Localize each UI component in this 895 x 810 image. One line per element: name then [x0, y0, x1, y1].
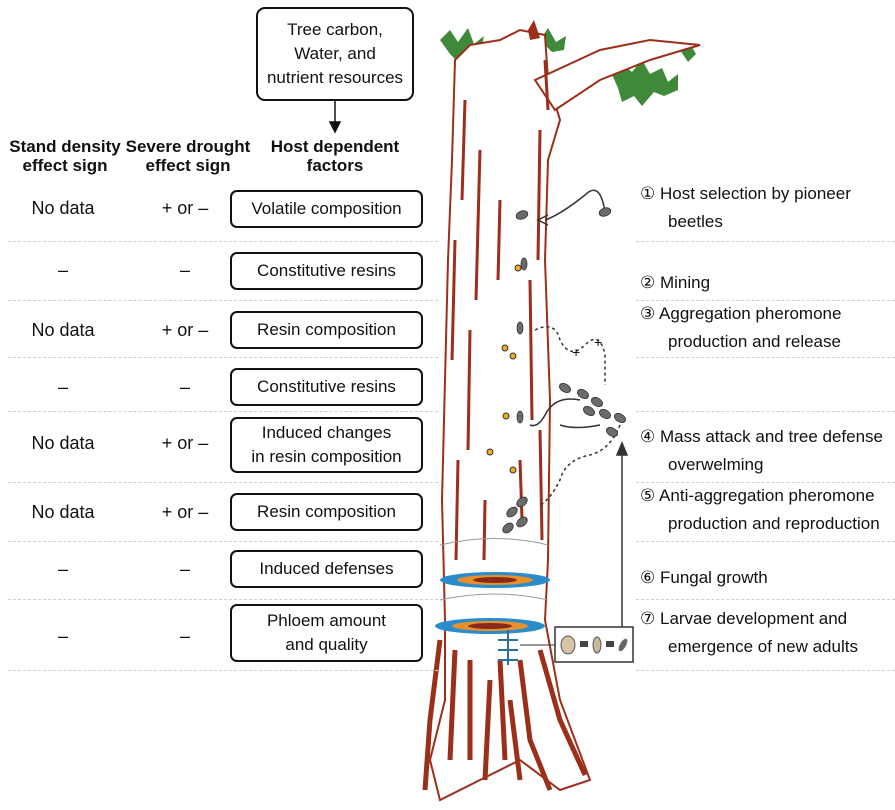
step-number: ⑥ [640, 568, 656, 587]
factor-box: Induced defenses [230, 550, 423, 588]
factor-box: Constitutive resins [230, 252, 423, 290]
step-text: Mining [659, 273, 711, 292]
header-host-factors: Host dependent factors [270, 137, 400, 175]
stand-cell: – [57, 260, 68, 280]
row-separator [8, 482, 438, 483]
step-text: production and reproduction [668, 514, 880, 533]
step-3: ③ Aggregation pheromone [640, 302, 841, 326]
step-1: ① Host selection by pioneer [640, 182, 851, 206]
resources-line: Water, and [294, 44, 376, 63]
drought-cell: – [179, 377, 190, 397]
step-6: ⑥ Fungal growth [640, 566, 768, 590]
drought-cell: – [179, 559, 190, 579]
plus-sign-1: + [572, 344, 581, 360]
row-separator [8, 241, 438, 242]
row-separator [636, 241, 895, 242]
tree-trunk [422, 20, 701, 802]
step-text: beetles [668, 212, 723, 231]
row-separator [636, 357, 895, 358]
step-number: ⑦ [640, 609, 656, 628]
row-separator [8, 300, 438, 301]
step-number: ③ [640, 304, 656, 323]
row-separator [8, 411, 438, 412]
step-text: Host selection by pioneer [659, 184, 851, 203]
resources-line: nutrient resources [266, 68, 404, 87]
drought-cell: – [179, 626, 190, 646]
step-text: Larvae development and [659, 609, 848, 628]
step-number: ① [640, 184, 656, 203]
factor-box: Resin composition [230, 311, 423, 349]
header-stand-density: Stand density effect sign [9, 137, 121, 175]
row-separator [8, 357, 438, 358]
stand-cell: – [57, 377, 68, 397]
factor-box: Constitutive resins [230, 368, 423, 406]
resources-box: Tree carbon, Water, and nutrient resourc… [256, 7, 414, 101]
step-number: ④ [640, 427, 656, 446]
drought-cell: – [179, 260, 190, 280]
life-cycle-inset [520, 626, 634, 663]
drought-cell: + or – [161, 502, 209, 522]
drought-cell: + or – [161, 198, 209, 218]
step-text: emergence of new adults [668, 637, 858, 656]
row-separator [8, 541, 438, 542]
larvae-gallery [498, 630, 518, 665]
factor-box: Resin composition [230, 493, 423, 531]
resin-entry-holes [486, 264, 522, 474]
drought-cell: + or – [161, 320, 209, 340]
step-text: Aggregation pheromone [659, 304, 842, 323]
step-text: production and release [668, 332, 841, 351]
step-text: Fungal growth [659, 568, 768, 587]
plus-sign-2: + [594, 334, 603, 350]
header-severe-drought: Severe drought effect sign [125, 137, 251, 175]
row-separator [636, 599, 895, 600]
stand-cell: No data [31, 320, 95, 340]
row-separator [8, 670, 438, 671]
step-text: Anti-aggregation pheromone [659, 486, 875, 505]
row-separator [636, 670, 895, 671]
fungal-ring-upper [440, 572, 550, 588]
step-7: ⑦ Larvae development and [640, 607, 847, 631]
pioneer-flight-path [536, 189, 606, 226]
step-text: overwelming [668, 455, 764, 474]
drought-cell: + or – [161, 433, 209, 453]
step-4: ④ Mass attack and tree defense [640, 425, 883, 449]
factor-box: Volatile composition [230, 190, 423, 228]
aggregation-path [534, 325, 621, 506]
resources-line: Tree carbon, [287, 20, 383, 39]
step-2: ② Mining [640, 271, 710, 295]
emergence-arrow [615, 441, 629, 627]
row-separator [636, 300, 895, 301]
step-number: ② [640, 273, 656, 292]
factor-box: Induced changes in resin composition [230, 417, 423, 473]
row-separator [8, 599, 438, 600]
row-separator [636, 482, 895, 483]
stand-cell: No data [31, 198, 95, 218]
fungal-ring-lower [435, 618, 545, 634]
step-5: ⑤ Anti-aggregation pheromone [640, 484, 875, 508]
stand-cell: – [57, 559, 68, 579]
step-number: ⑤ [640, 486, 656, 505]
stand-cell: No data [31, 433, 95, 453]
row-separator [636, 541, 895, 542]
step-text: Mass attack and tree defense [659, 427, 884, 446]
factor-box: Phloem amount and quality [230, 604, 423, 662]
beetles [502, 207, 626, 534]
stand-cell: No data [31, 502, 95, 522]
row-separator [636, 411, 895, 412]
resources-arrow [328, 101, 342, 134]
mass-attack-arrows [529, 398, 601, 429]
stand-cell: – [57, 626, 68, 646]
